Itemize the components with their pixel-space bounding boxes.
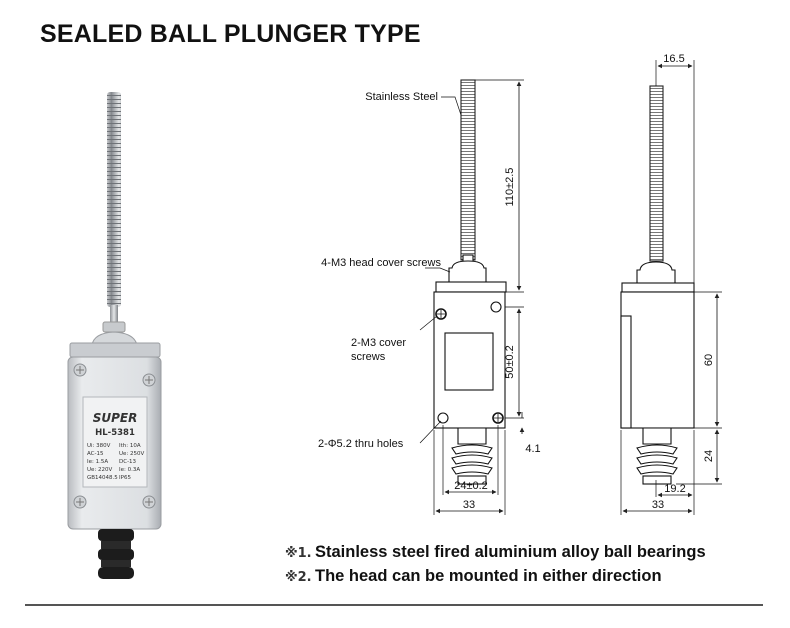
name-plate [82, 396, 148, 488]
plate-brand: SUPER [93, 411, 138, 425]
note-1: ※1. Stainless steel fired aluminium allo… [285, 543, 706, 567]
spec-3-a: Ue: 220V [87, 467, 113, 473]
page-title: SEALED BALL PLUNGER TYPE [40, 20, 421, 48]
screw-slots [76, 366, 153, 506]
dim-hole-pitch-h: 24±0.2 [454, 480, 488, 492]
callout-head-screws: 4-M3 head cover screws [321, 257, 441, 269]
side-body [620, 291, 695, 429]
rubber-plunger [98, 529, 134, 579]
spec-2-b: DC-13 [119, 459, 137, 465]
callout-stainless: Stainless Steel [365, 91, 438, 103]
plate-specs: Ui: 380V Ith: 10A AC-15 Ue: 250V Ie: 1.5… [87, 443, 145, 481]
dim-plunger-height: 24 [703, 450, 715, 462]
spec-2-a: Ie: 1.5A [87, 459, 108, 465]
front-screw-cross [437, 310, 502, 422]
note-1-mark: ※1. [285, 546, 312, 561]
front-view-drawing [419, 79, 524, 515]
side-head-base [621, 282, 695, 293]
head-base [69, 342, 161, 358]
dim-side-width: 33 [652, 499, 664, 511]
note-2-mark: ※2. [285, 570, 312, 585]
front-head-base [435, 281, 507, 293]
side-plunger [636, 427, 678, 485]
head-dome [91, 331, 138, 346]
dim-rod-length: 110±2.5 [504, 168, 516, 207]
plate-model: HL-5381 [95, 428, 135, 438]
spec-3-b: Ie: 0.3A [119, 467, 140, 473]
dim-plunger-offset: 19.2 [664, 483, 685, 495]
callout-cover-screws-1: 2-M3 cover [351, 337, 406, 349]
spec-4-b: IP65 [119, 475, 131, 481]
front-rod [460, 79, 476, 261]
notes: ※1. Stainless steel fired aluminium allo… [285, 543, 706, 591]
spec-1-a: AC-15 [87, 451, 104, 457]
spec-4-a: GB14048.5 [87, 475, 118, 481]
callout-thru-holes: 2-Φ5.2 thru holes [318, 438, 404, 450]
callout-cover-screws-2: screws [351, 351, 386, 363]
front-window [444, 332, 494, 391]
note-2: ※2. The head can be mounted in either di… [285, 567, 706, 591]
side-head [636, 261, 676, 284]
bottom-divider [25, 604, 763, 606]
spec-0-b: Ith: 10A [119, 443, 141, 449]
rod-collar [102, 321, 126, 333]
spring-rod [107, 92, 121, 307]
rod-neck [110, 305, 118, 325]
spec-1-b: Ue: 250V [119, 451, 145, 457]
front-plunger [451, 427, 493, 485]
side-view-drawing [620, 60, 722, 515]
side-rod [649, 85, 664, 262]
note-1-text: Stainless steel fired aluminium alloy ba… [315, 543, 706, 561]
front-hole-tr [490, 301, 502, 313]
product-photo: SUPER HL-5381 Ui: 380V Ith: 10A AC-15 Ue… [67, 92, 162, 579]
front-head [448, 260, 487, 283]
spec-0-a: Ui: 380V [87, 443, 111, 449]
dim-offset: 4.1 [525, 443, 540, 455]
note-2-text: The head can be mounted in either direct… [315, 567, 662, 585]
dim-body-height: 60 [703, 354, 715, 366]
dim-front-width: 33 [463, 499, 475, 511]
front-hole-bl [437, 412, 449, 424]
dim-rod-offset: 16.5 [663, 53, 684, 65]
side-tab [620, 315, 632, 429]
dim-hole-pitch-v: 50±0.2 [504, 345, 516, 379]
